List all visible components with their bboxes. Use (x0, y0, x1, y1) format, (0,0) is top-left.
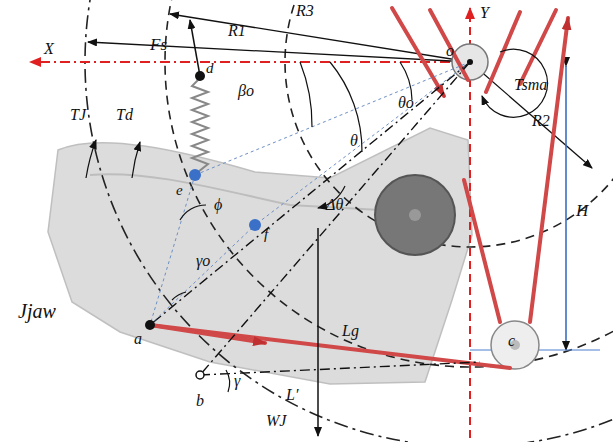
axis-label: Y (480, 4, 489, 22)
torque-label: Tsma (514, 76, 547, 94)
length-label: L′ (286, 386, 298, 404)
angle-label: γo (196, 252, 210, 270)
inertia-label: Jjaw (18, 300, 56, 322)
angle-label: γ (234, 372, 240, 390)
angle-label: θo (398, 94, 414, 112)
angle-label: Δθ (326, 196, 343, 214)
point-label: o (446, 42, 454, 60)
length-label: H (576, 202, 588, 221)
torque-label: Td (116, 106, 133, 124)
force-label: Fs (150, 36, 167, 55)
point-label: d (206, 60, 214, 77)
point-label: b (196, 392, 204, 410)
angle-label: θ (350, 132, 358, 150)
point-label: f (264, 226, 268, 243)
point-label: e (176, 182, 183, 199)
radius-label: R1 (228, 22, 246, 40)
radius-label: R2 (532, 112, 550, 130)
point-label: c (508, 332, 515, 350)
radius-label: R3 (296, 2, 314, 20)
length-label: Lg (342, 322, 359, 340)
torque-label: TJ (70, 106, 86, 124)
axis-label: X (44, 40, 54, 58)
point-label: a (134, 330, 142, 348)
angle-label: βo (238, 82, 254, 100)
angle-label: ϕ (214, 196, 222, 214)
weight-label: WJ (266, 412, 286, 430)
